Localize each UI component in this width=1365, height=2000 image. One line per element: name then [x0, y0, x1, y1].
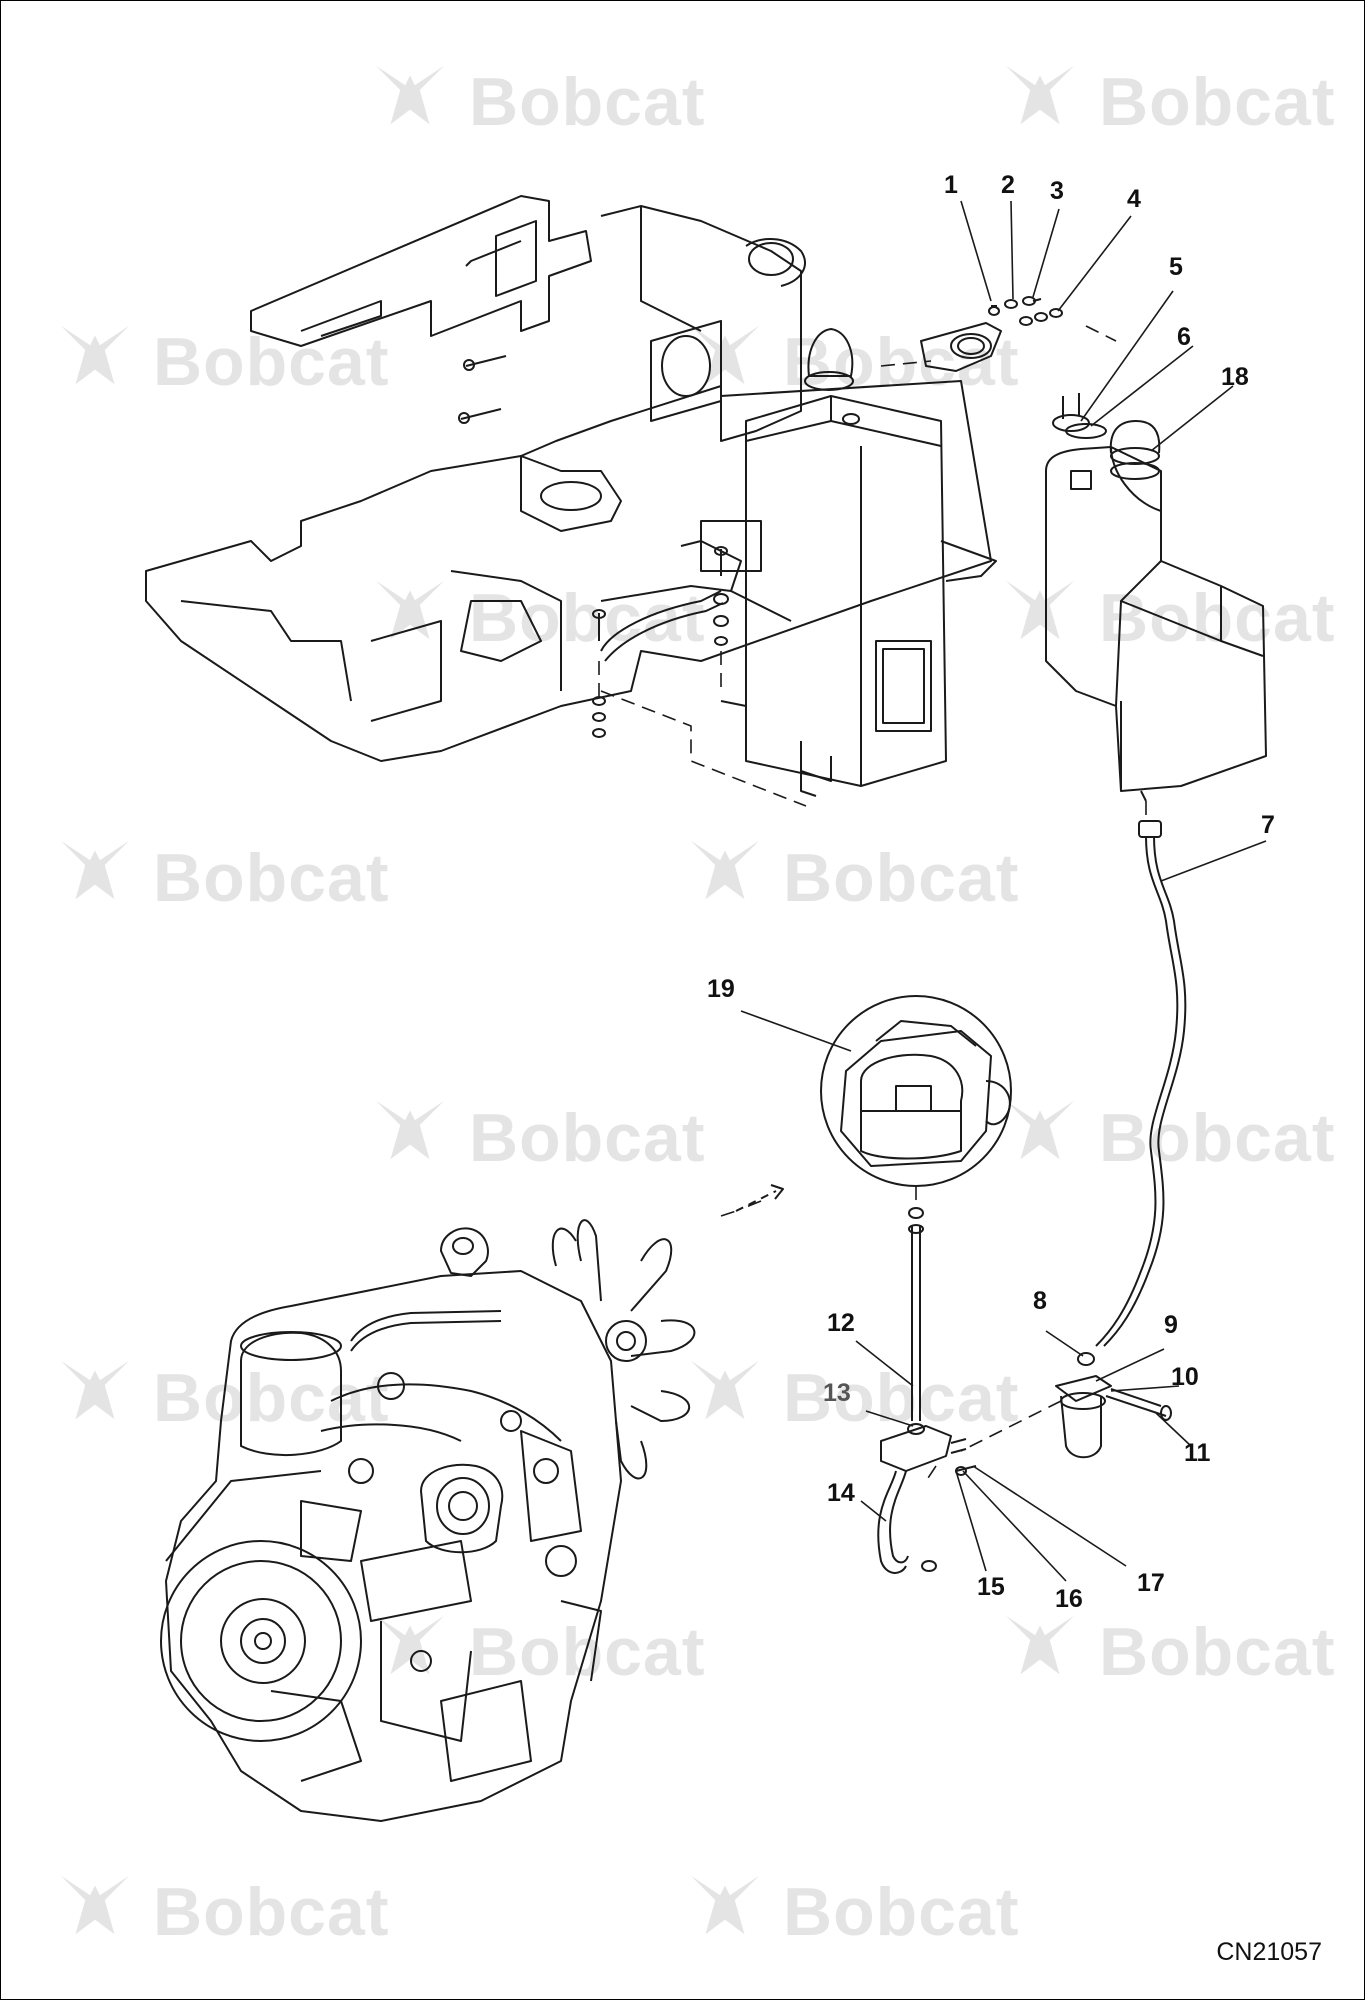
hose-7	[1095, 820, 1187, 1347]
callout-14: 14	[827, 1479, 855, 1507]
callout-6: 6	[1177, 323, 1191, 351]
callout-9: 9	[1164, 1311, 1178, 1339]
assembly-leader-lines	[598, 325, 1147, 1482]
callout-5: 5	[1169, 253, 1183, 281]
callout-18: 18	[1221, 363, 1249, 391]
cap-plate-screws	[1052, 393, 1107, 439]
inline-filter	[1055, 1352, 1172, 1459]
fuel-pipe-assembly	[877, 1207, 977, 1574]
engine-assembly	[160, 1219, 696, 1822]
callout-17: 17	[1137, 1569, 1165, 1597]
frame-bolts	[458, 355, 729, 738]
clamp-bracket	[920, 296, 1063, 372]
callout-11: 11	[1184, 1439, 1211, 1467]
direction-arrow	[735, 1184, 784, 1212]
callout-12: 12	[827, 1309, 855, 1337]
callout-leaders	[740, 200, 1267, 1582]
frame-hose	[600, 590, 724, 662]
callout-8: 8	[1033, 1287, 1047, 1315]
callout-10: 10	[1171, 1363, 1199, 1391]
callout-3: 3	[1050, 177, 1064, 205]
callout-7: 7	[1261, 811, 1275, 839]
callout-15: 15	[977, 1573, 1005, 1601]
drawing-id: CN21057	[1216, 1938, 1322, 1966]
callout-2: 2	[1001, 171, 1015, 199]
callout-13: 13	[823, 1379, 851, 1407]
expansion-tank	[1045, 420, 1267, 802]
upper-frame	[145, 195, 992, 762]
callout-4: 4	[1127, 185, 1141, 213]
callout-19: 19	[707, 975, 735, 1003]
frame-tank	[720, 328, 997, 797]
callout-1: 1	[944, 171, 958, 199]
callout-16: 16	[1055, 1585, 1083, 1613]
detail-view-19	[820, 995, 1012, 1187]
